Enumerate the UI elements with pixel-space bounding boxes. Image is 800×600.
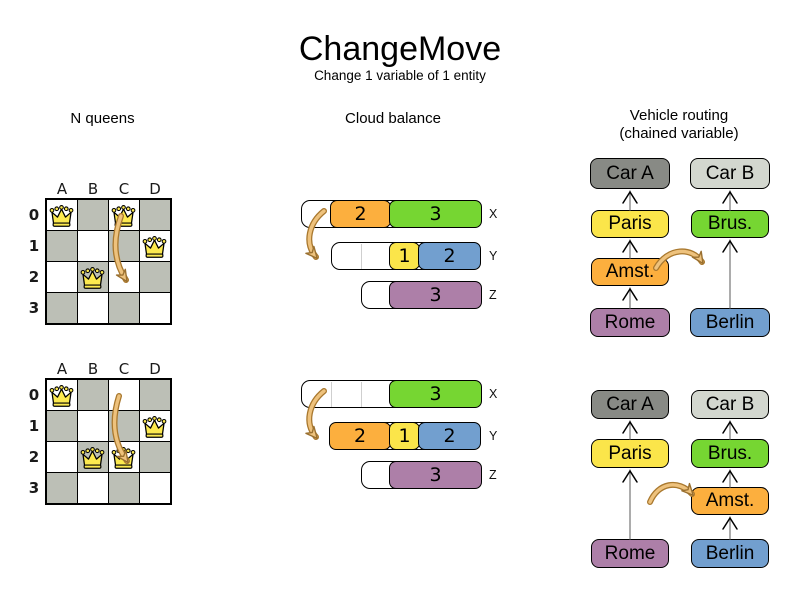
vrp-node-car-b: Car B <box>690 158 770 189</box>
vrp-header-line1: Vehicle routing <box>629 107 729 124</box>
cloud-process-yellow: 1 <box>389 422 420 450</box>
row-label: 3 <box>28 299 40 317</box>
nqueens-board-before <box>45 198 172 325</box>
board-cell <box>47 200 77 230</box>
board-cell <box>109 473 139 503</box>
board-cell <box>140 473 170 503</box>
board-cell <box>109 200 139 230</box>
board-cell <box>109 442 139 472</box>
capacity-divider <box>331 381 332 407</box>
cloud-process-purple: 3 <box>389 461 482 489</box>
vrp-node-brus: Brus. <box>691 439 769 468</box>
row-label: 1 <box>28 417 40 435</box>
board-cell <box>78 200 108 230</box>
board-cell <box>78 473 108 503</box>
vrp-node-brus: Brus. <box>691 210 769 238</box>
row-label: 0 <box>28 386 40 404</box>
cloud-process-blue: 2 <box>418 242 481 270</box>
board-cell <box>47 231 77 261</box>
board-cell <box>78 231 108 261</box>
board-cell <box>140 231 170 261</box>
board-cell <box>109 411 139 441</box>
board-cell <box>78 442 108 472</box>
row-label: 1 <box>28 237 40 255</box>
board-cell <box>78 380 108 410</box>
row-label: 2 <box>28 448 40 466</box>
capacity-divider <box>361 381 362 407</box>
col-label: C <box>118 360 130 378</box>
board-cell <box>140 380 170 410</box>
board-cell <box>140 262 170 292</box>
board-cell <box>47 262 77 292</box>
board-cell <box>140 200 170 230</box>
nqueens-header: N queens <box>70 110 135 127</box>
vrp-node-amst: Amst. <box>691 487 769 515</box>
board-cell <box>109 231 139 261</box>
cloud-process-orange: 2 <box>329 422 391 450</box>
col-label: C <box>118 180 130 198</box>
row-label: 2 <box>28 268 40 286</box>
board-cell <box>47 380 77 410</box>
col-label: B <box>87 180 99 198</box>
vrp-node-berlin: Berlin <box>691 539 769 568</box>
board-cell <box>78 411 108 441</box>
row-label: 0 <box>28 206 40 224</box>
cloud-process-purple: 3 <box>389 281 482 309</box>
vrp-node-paris: Paris <box>591 210 669 238</box>
board-cell <box>109 380 139 410</box>
board-cell <box>140 411 170 441</box>
vrp-node-amst: Amst. <box>591 258 669 286</box>
vrp-node-berlin: Berlin <box>690 308 770 337</box>
computer-label: Y <box>489 429 498 443</box>
board-cell <box>140 442 170 472</box>
cloud-process-blue: 2 <box>418 422 481 450</box>
chain-arrow <box>622 190 738 309</box>
computer-label: Y <box>489 249 498 263</box>
col-label: A <box>56 360 68 378</box>
vrp-node-rome: Rome <box>591 539 669 568</box>
cloud-process-yellow: 1 <box>389 242 420 270</box>
computer-label: Z <box>489 288 497 302</box>
cloud-header: Cloud balance <box>345 110 441 127</box>
board-cell <box>109 293 139 323</box>
board-cell <box>78 262 108 292</box>
vrp-node-car-a: Car A <box>590 158 670 189</box>
cloud-process-green: 3 <box>389 380 482 408</box>
computer-label: X <box>489 387 498 401</box>
col-label: B <box>87 360 99 378</box>
vrp-header-line2: (chained variable) <box>619 125 739 142</box>
move-arrow-vrp-after <box>647 481 695 505</box>
board-cell <box>47 473 77 503</box>
page-title: ChangeMove <box>298 30 502 68</box>
vrp-header: Vehicle routing (chained variable) <box>589 107 769 143</box>
capacity-divider <box>361 243 362 269</box>
cloud-process-green: 3 <box>389 200 482 228</box>
page-subtitle: Change 1 variable of 1 entity <box>314 68 486 83</box>
board-cell <box>109 262 139 292</box>
col-label: D <box>149 360 161 378</box>
board-cell <box>78 293 108 323</box>
vrp-node-car-b: Car B <box>691 390 769 419</box>
col-label: A <box>56 180 68 198</box>
vrp-node-paris: Paris <box>591 439 669 468</box>
board-cell <box>47 442 77 472</box>
vrp-node-car-a: Car A <box>591 390 669 419</box>
nqueens-board-after <box>45 378 172 505</box>
computer-label: Z <box>489 468 497 482</box>
board-cell <box>47 293 77 323</box>
row-label: 3 <box>28 479 40 497</box>
cloud-process-orange: 2 <box>330 200 391 228</box>
vrp-node-rome: Rome <box>590 308 670 337</box>
col-label: D <box>149 180 161 198</box>
board-cell <box>140 293 170 323</box>
computer-label: X <box>489 207 498 221</box>
board-cell <box>47 411 77 441</box>
